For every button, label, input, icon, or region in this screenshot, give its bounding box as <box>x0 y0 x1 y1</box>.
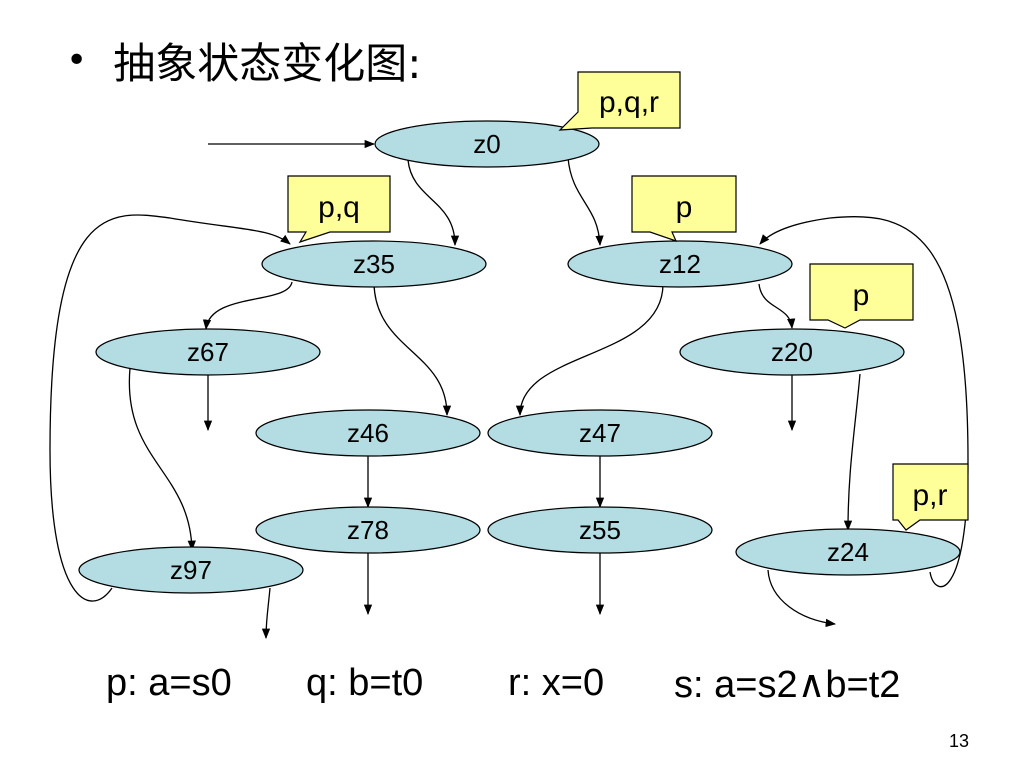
edge-z0-z35 <box>407 159 460 247</box>
node-label: z46 <box>347 418 389 448</box>
edge-z20-z24 <box>843 373 861 532</box>
node-z97: z97 <box>78 546 304 594</box>
callout-label: p,r <box>912 479 947 512</box>
node-label: z47 <box>579 418 621 448</box>
legend-p: p: a=s0 <box>106 662 232 704</box>
edge-z24-out <box>767 569 837 628</box>
edge-z24-z12 <box>759 215 969 588</box>
page-number: 13 <box>949 731 970 751</box>
callout-label: p,q <box>318 191 360 224</box>
node-z46: z46 <box>255 409 481 457</box>
legend-s: s: a=s2∧b=t2 <box>674 664 901 706</box>
node-z67: z67 <box>95 328 321 376</box>
edge-z35-z46 <box>373 283 452 417</box>
callout-label: p,q,r <box>599 86 659 119</box>
edge-z0-z12 <box>567 157 604 247</box>
node-z55: z55 <box>487 506 713 554</box>
node-label: z12 <box>659 249 701 279</box>
callout-z24: p,r <box>892 463 969 531</box>
edge-z97-out <box>261 587 271 640</box>
node-label: z20 <box>771 337 813 367</box>
node-z24: z24 <box>735 528 961 576</box>
node-z20: z20 <box>679 328 905 376</box>
node-z47: z47 <box>487 409 713 457</box>
legend-r: r: x=0 <box>508 662 605 704</box>
node-label: z0 <box>473 129 500 159</box>
node-z35: z35 <box>261 240 487 288</box>
node-label: z67 <box>187 337 229 367</box>
edge-z97-z35 <box>49 214 291 602</box>
callout-z35: p,q <box>287 175 391 244</box>
node-label: z24 <box>827 537 869 567</box>
title-text: 抽象状态变化图: <box>113 39 422 88</box>
callout-z12: p <box>631 175 737 243</box>
edges <box>49 139 969 640</box>
edge-z12-z20 <box>758 283 796 330</box>
edge-z35-z67 <box>202 281 293 331</box>
callout-label: p <box>853 279 870 312</box>
node-z0: z0 <box>374 120 600 168</box>
callout-label: p <box>676 191 693 224</box>
node-label: z35 <box>353 249 395 279</box>
node-label: z55 <box>579 515 621 545</box>
edge-z67-z97 <box>128 367 196 552</box>
slide-title: • 抽象状态变化图: <box>66 30 421 91</box>
node-label: z97 <box>170 555 212 585</box>
legend-q: q: b=t0 <box>306 662 424 704</box>
callout-z0: p,q,r <box>558 71 681 131</box>
callout-z20: p <box>809 263 914 329</box>
node-label: z78 <box>347 515 389 545</box>
bullet-icon: • <box>66 40 88 81</box>
node-z78: z78 <box>255 506 481 554</box>
edge-z12-z47 <box>515 283 664 417</box>
node-z12: z12 <box>567 240 793 288</box>
